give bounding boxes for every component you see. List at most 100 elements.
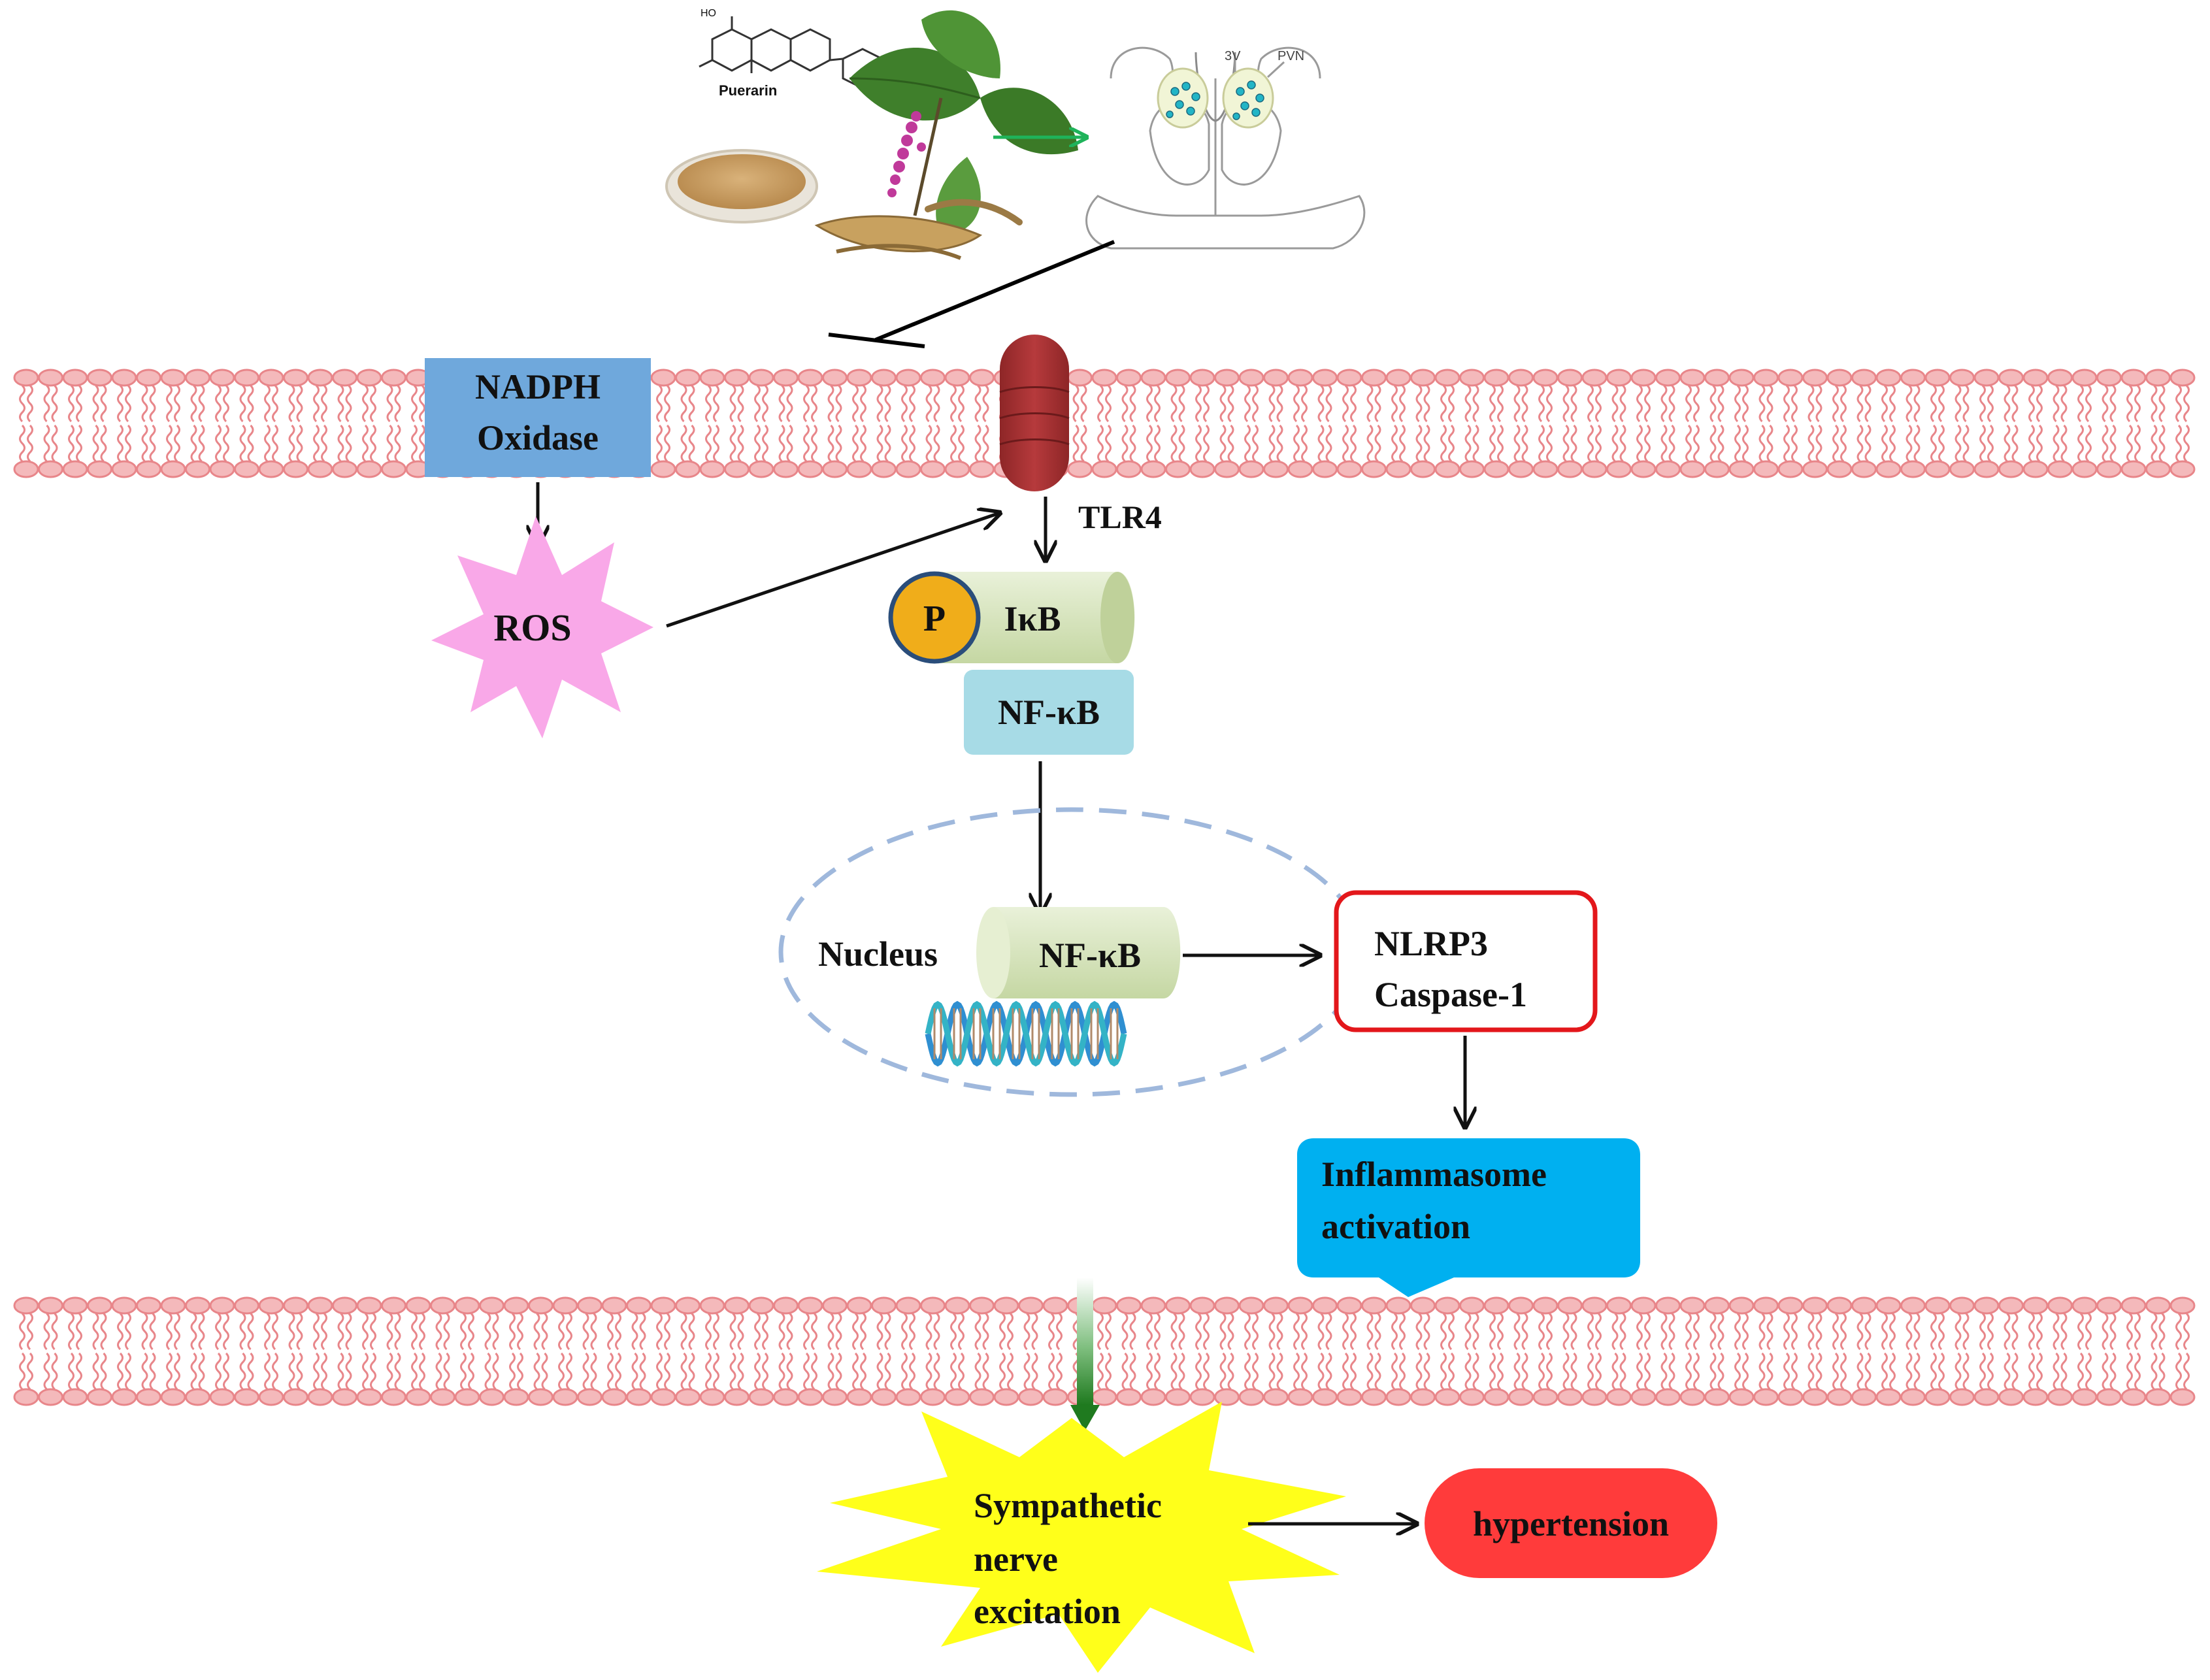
- lipid-tail: [288, 424, 295, 463]
- lipid-head: [773, 1388, 799, 1406]
- lipid-tail: [174, 1312, 180, 1351]
- lipid-head: [185, 1388, 210, 1406]
- lipid-tail: [1203, 1312, 1210, 1351]
- lipid-tail: [1154, 424, 1161, 463]
- lipid-tail: [1170, 424, 1178, 463]
- lipid-tail: [631, 1352, 638, 1391]
- lipid-tail: [1195, 1312, 1202, 1351]
- lipid-head: [2120, 1388, 2147, 1406]
- lipid-tail: [1513, 1312, 1521, 1351]
- lipid-tail: [1276, 384, 1283, 423]
- lipid-head: [185, 460, 210, 478]
- lipid-tail: [1938, 1352, 1945, 1391]
- lipid-tail: [1513, 424, 1521, 463]
- lipid-tail: [264, 1312, 271, 1351]
- lipid-head: [13, 1296, 39, 1315]
- lipid-head: [1312, 460, 1338, 478]
- lipid-head: [1238, 1296, 1264, 1315]
- lipid-tail: [100, 384, 107, 423]
- lipid-tail: [1342, 1352, 1349, 1391]
- lipid-tail: [729, 424, 736, 463]
- sympathetic-label-line3: excitation: [974, 1592, 1121, 1631]
- lipid-tail: [296, 424, 303, 463]
- lipid-head: [2145, 1388, 2171, 1406]
- lipid-tail: [313, 1312, 320, 1351]
- lipid-tail: [852, 1352, 859, 1391]
- lipid-tail: [174, 1352, 180, 1391]
- sympathetic-label-line2: nerve: [974, 1540, 1058, 1579]
- lipid-head: [38, 1296, 63, 1315]
- lipid-tail: [1219, 384, 1227, 423]
- lipid-tail: [2053, 1312, 2060, 1351]
- lipid-tail: [982, 384, 989, 423]
- lipid-tail: [860, 1312, 866, 1351]
- lipid-tail: [100, 1312, 107, 1351]
- lipid-head: [1067, 460, 1093, 478]
- lipid-tail: [958, 424, 965, 463]
- ikb-label: IκB: [1004, 599, 1061, 638]
- lipid-tail: [1154, 384, 1161, 423]
- lipid-head: [1361, 460, 1387, 478]
- lipid-tail: [68, 1352, 74, 1391]
- lipid-head: [1557, 1296, 1583, 1315]
- lipid-tail: [1244, 384, 1251, 423]
- lipid-head: [1998, 1388, 2024, 1406]
- lipid-tail: [1497, 1352, 1504, 1391]
- lipid-tail: [1742, 384, 1749, 423]
- arrow-ros-to-tlr4: [666, 513, 1000, 628]
- lipid-tail: [2004, 1352, 2011, 1391]
- lipid-head: [136, 460, 161, 478]
- lipid-tail: [1129, 384, 1136, 423]
- lipid-tail: [198, 1312, 205, 1351]
- lipid-tail: [484, 1312, 491, 1351]
- lipid-head: [675, 1296, 701, 1315]
- lipid-tail: [2126, 384, 2133, 423]
- lipid-head: [1606, 460, 1632, 478]
- brain-pvn-section-icon: [1085, 46, 1366, 250]
- lipid-tail: [411, 1352, 418, 1391]
- lipid-head: [209, 460, 235, 478]
- lipid-tail: [2126, 424, 2133, 463]
- lipid-tail: [2134, 424, 2141, 463]
- lipid-head: [1165, 1388, 1191, 1406]
- lipid-tail: [321, 384, 327, 423]
- lipid-tail: [1105, 384, 1112, 423]
- lipid-tail: [1766, 424, 1773, 463]
- lipid-tail: [43, 1352, 50, 1391]
- lipid-head: [381, 1296, 406, 1315]
- lipid-tail: [272, 1312, 278, 1351]
- lipid-tail: [1832, 1352, 1839, 1391]
- lipid-tail: [1244, 1352, 1251, 1391]
- lipid-tail: [1056, 1352, 1063, 1391]
- lipid-tail: [149, 1352, 156, 1391]
- lipid-tail: [239, 424, 246, 463]
- lipid-head: [1679, 369, 1706, 387]
- lipid-tail: [492, 1312, 499, 1351]
- lipid-tail: [68, 424, 74, 463]
- lipid-tail: [754, 384, 761, 423]
- lipid-head: [1532, 369, 1559, 387]
- lipid-head: [1655, 460, 1681, 478]
- lipid-head: [1140, 1388, 1166, 1406]
- lipid-head: [1655, 1296, 1681, 1315]
- lipid-head: [405, 1296, 431, 1315]
- lipid-tail: [215, 424, 222, 463]
- nadph-oxidase-node: NADPH Oxidase: [425, 358, 651, 477]
- lipid-tail: [1668, 1352, 1675, 1391]
- lipid-tail: [680, 424, 687, 463]
- puerarin-label: Puerarin: [719, 82, 777, 99]
- lipid-tail: [2175, 424, 2182, 463]
- lipid-tail: [533, 1352, 540, 1391]
- lipid-head: [1312, 369, 1338, 387]
- lipid-tail: [1317, 424, 1325, 463]
- lipid-head: [650, 460, 676, 478]
- ikb-nfkb-complex: P IκB NF-κB: [888, 571, 1135, 755]
- lipid-head: [1116, 1296, 1142, 1315]
- lipid-head: [1900, 460, 1926, 478]
- lipid-head: [2169, 369, 2196, 387]
- lipid-tail: [2060, 1352, 2068, 1391]
- lipid-tail: [1154, 1312, 1161, 1351]
- lipid-tail: [149, 1312, 156, 1351]
- lipid-tail: [1268, 424, 1276, 463]
